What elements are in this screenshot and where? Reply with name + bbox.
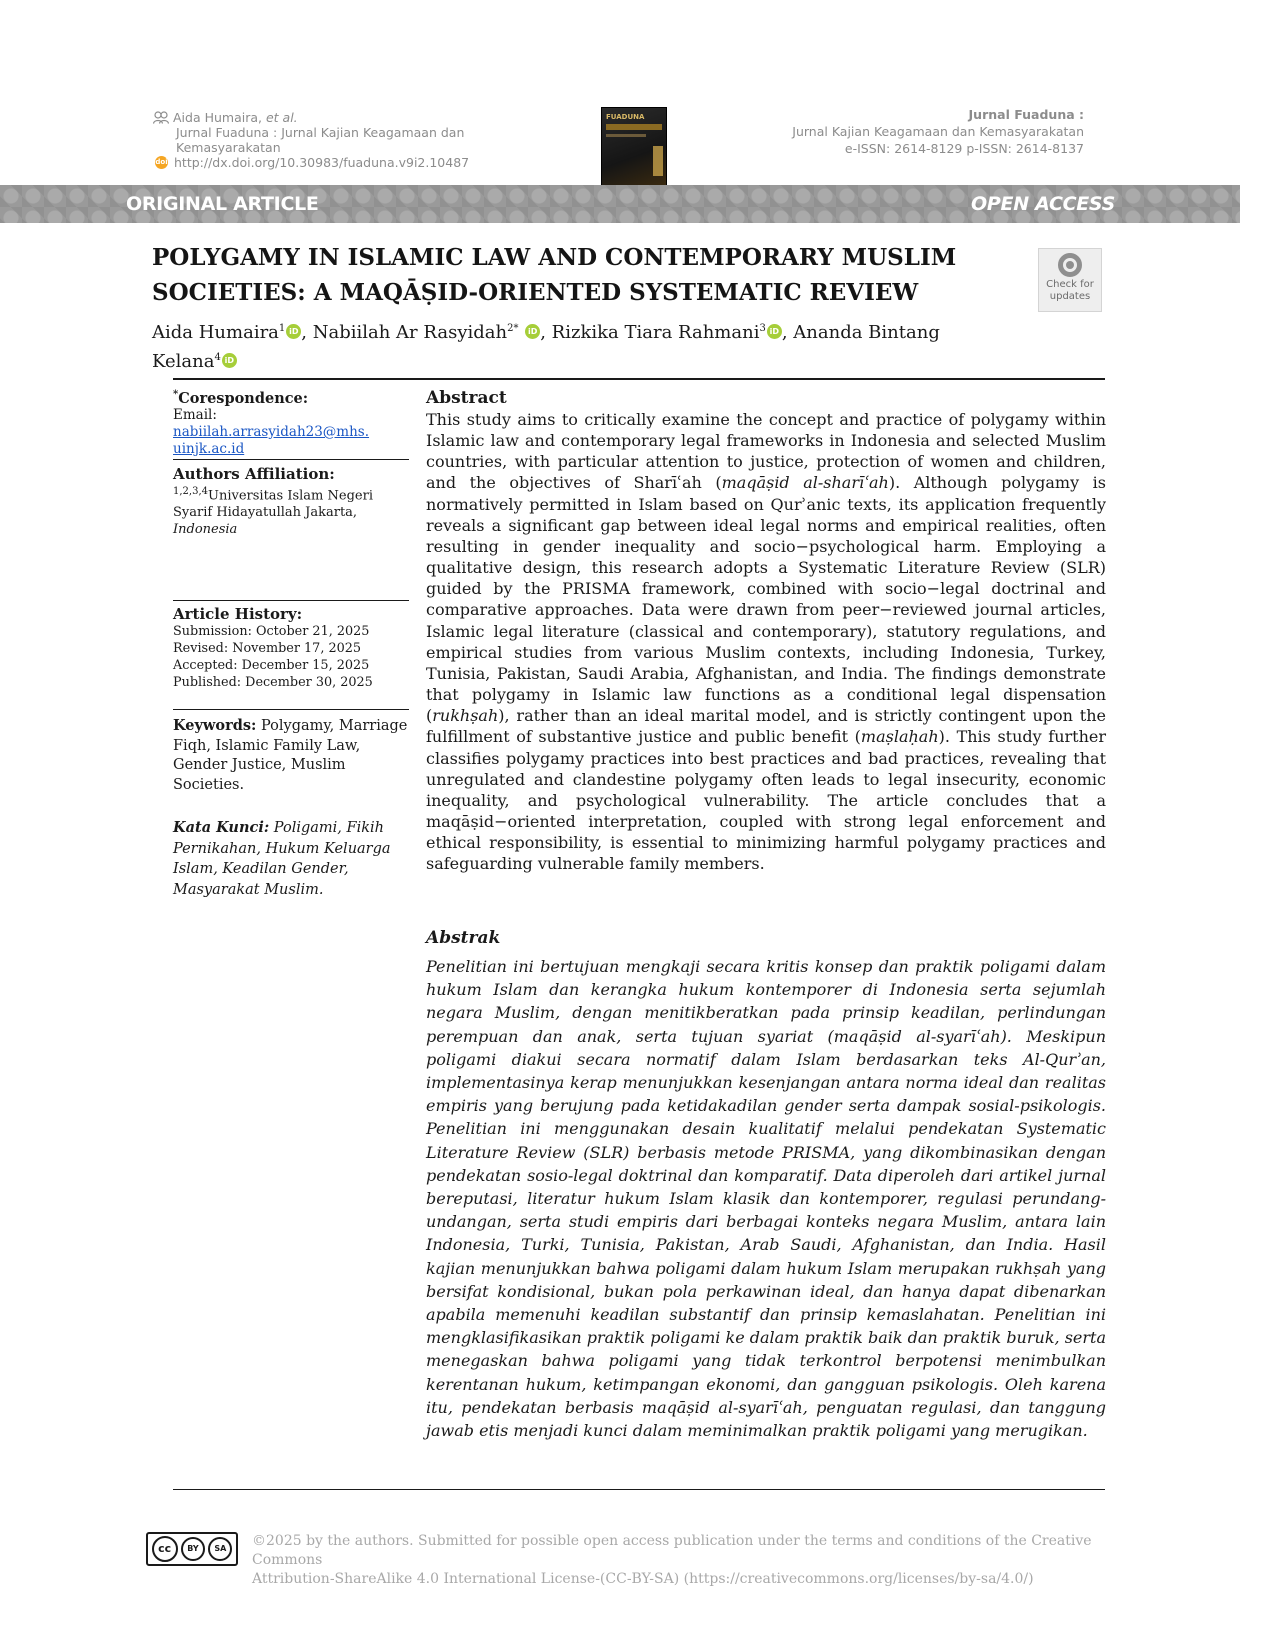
banner-open-access: OPEN ACCESS — [971, 193, 1115, 215]
article-type-banner: ORIGINAL ARTICLE OPEN ACCESS — [0, 185, 1240, 223]
kata-kunci-heading: Kata Kunci: — [173, 819, 270, 836]
affiliation-sup: 1,2,3,4 — [173, 486, 208, 497]
author-name: Aida Humaira — [152, 322, 279, 343]
check-for-updates-badge[interactable]: Check for updates — [1038, 248, 1102, 312]
abstract-term: maṣlaḥah — [860, 727, 939, 747]
running-header-right: Jurnal Fuaduna : Jurnal Kajian Keagamaan… — [664, 106, 1084, 157]
author-name: , Rizkika Tiara Rahmani — [540, 322, 760, 343]
kata-kunci-text: Poligami, Fikih Pernikahan, Hukum Keluar… — [173, 820, 391, 898]
email-line-2: uinjk.ac.id — [173, 440, 245, 457]
author-sup: 4 — [214, 352, 221, 363]
abstract-english: Abstract This study aims to critically e… — [426, 387, 1106, 874]
correspondence-block: *Corespondence: Email: nabiilah.arrasyid… — [173, 386, 409, 458]
title-line-1: POLYGAMY IN ISLAMIC LAW AND CONTEMPORARY… — [152, 244, 957, 271]
author-sup: 1 — [278, 323, 286, 334]
header-journal-name: Jurnal Fuaduna : — [968, 107, 1084, 122]
kata-kunci-block: Kata Kunci: Poligami, Fikih Pernikahan, … — [173, 818, 409, 900]
doi-icon: doi — [155, 156, 168, 169]
email-label: Email: — [173, 406, 217, 423]
journal-cover-thumbnail: FUADUNA — [601, 107, 667, 187]
correspondence-heading: Corespondence: — [178, 389, 309, 407]
header-journal-line2: Kemasyarakatan — [176, 140, 281, 155]
sidebar-divider — [173, 600, 409, 601]
orcid-icon[interactable]: iD — [525, 324, 541, 339]
published-date: Published: December 30, 2025 — [173, 675, 373, 690]
abstract-text: ). Although polygamy is normatively perm… — [426, 473, 1107, 726]
corr-star: * — [173, 389, 179, 400]
header-et-al: et al. — [265, 110, 298, 125]
orcid-icon[interactable]: iD — [221, 353, 237, 368]
license-notice: ©2025 by the authors. Submitted for poss… — [252, 1532, 1112, 1589]
abstract-text: ). This study further classifies polygam… — [426, 727, 1106, 874]
article-history-block: Article History: Submission: October 21,… — [173, 606, 409, 691]
title-line-2: SOCIETIES: A MAQĀṢID-ORIENTED SYSTEMATIC… — [152, 279, 919, 306]
header-author: Aida Humaira, — [173, 110, 262, 125]
abstract-indonesian: Abstrak Penelitian ini bertujuan mengkaj… — [426, 927, 1106, 1442]
article-title: POLYGAMY IN ISLAMIC LAW AND CONTEMPORARY… — [152, 240, 982, 310]
accepted-date: Accepted: December 15, 2025 — [173, 658, 370, 673]
revised-date: Revised: November 17, 2025 — [173, 641, 362, 656]
abstract-term: rukhṣah — [432, 706, 499, 726]
sidebar-divider — [173, 459, 409, 460]
banner-original-article: ORIGINAL ARTICLE — [126, 193, 319, 215]
abstract-text: This study aims to critically examine th… — [426, 410, 1106, 493]
keywords-text: Polygamy, Marriage Fiqh, Islamic Family … — [173, 718, 408, 793]
author-name: , Ananda Bintang Kelana — [152, 322, 940, 372]
affiliation-line-1: Universitas Islam Negeri — [208, 488, 373, 504]
license-line-1: ©2025 by the authors. Submitted for poss… — [252, 1533, 1092, 1568]
affiliation-line-3: Indonesia — [173, 522, 238, 538]
abstract-paragraph: This study aims to critically examine th… — [426, 409, 1106, 874]
by-icon: BY — [180, 1537, 205, 1561]
abstract-term: maqāṣid al-sharīʿah — [721, 473, 889, 493]
sa-icon: SA — [208, 1537, 233, 1561]
keywords-heading: Keywords: — [173, 717, 257, 734]
affiliation-block: Authors Affiliation: 1,2,3,4Universitas … — [173, 466, 409, 538]
keywords-block: Keywords: Polygamy, Marriage Fiqh, Islam… — [173, 716, 409, 795]
abstrak-heading: Abstrak — [426, 928, 501, 948]
author-name: , Nabiilah Ar Rasyidah — [301, 322, 508, 343]
header-issn: e-ISSN: 2614-8129 p-ISSN: 2614-8137 — [844, 141, 1084, 156]
bottom-divider — [173, 1489, 1105, 1490]
email-link[interactable]: nabiilah.arrasyidah23@mhs. uinjk.ac.id — [173, 424, 409, 458]
orcid-icon[interactable]: iD — [286, 324, 302, 339]
top-divider — [173, 378, 1105, 380]
author-sup: 2* — [507, 323, 519, 334]
submission-date: Submission: October 21, 2025 — [173, 624, 370, 639]
affiliation-line-2: Syarif Hidayatullah Jakarta, — [173, 505, 358, 521]
cc-license-badge[interactable]: cc BY SA — [146, 1532, 238, 1566]
cc-icon: cc — [151, 1536, 178, 1562]
cover-title: FUADUNA — [606, 113, 645, 121]
check-updates-label: Check for updates — [1046, 279, 1094, 302]
license-line-2: Attribution-ShareAlike 4.0 International… — [252, 1571, 1034, 1587]
check-updates-icon — [1058, 253, 1082, 277]
sidebar-divider — [173, 709, 409, 710]
abstrak-paragraph: Penelitian ini bertujuan mengkaji secara… — [426, 957, 1106, 1441]
header-journal-subtitle: Jurnal Kajian Keagamaan dan Kemasyarakat… — [792, 124, 1084, 139]
running-header-left: Aida Humaira, et al. Jurnal Fuaduna : Ju… — [153, 110, 573, 170]
authors-icon — [153, 111, 169, 124]
affiliation-heading: Authors Affiliation: — [173, 465, 335, 483]
email-line-1: nabiilah.arrasyidah23@mhs. — [173, 423, 370, 440]
abstract-heading: Abstract — [426, 388, 507, 408]
history-heading: Article History: — [173, 605, 303, 623]
orcid-icon[interactable]: iD — [766, 324, 782, 339]
header-journal-line1: Jurnal Fuaduna : Jurnal Kajian Keagamaan… — [176, 125, 465, 140]
abstract-text: ), rather than an ideal marital model, a… — [426, 706, 1106, 747]
doi-link[interactable]: http://dx.doi.org/10.30983/fuaduna.v9i2.… — [174, 155, 470, 170]
author-sup: 3 — [759, 323, 766, 334]
